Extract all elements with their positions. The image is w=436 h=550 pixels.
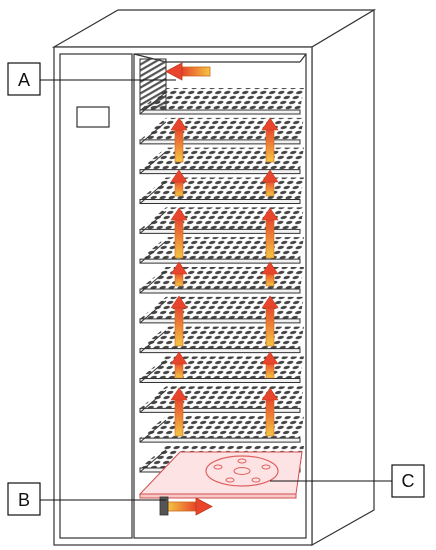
shelf: [139, 207, 304, 234]
heater-coil: [205, 455, 279, 487]
bottom-airflow-arrow: [159, 496, 213, 516]
airflow-arrow-up: [261, 169, 279, 197]
airflow-arrow-up: [170, 261, 188, 287]
callout-b-label: B: [18, 490, 30, 510]
shelf: [139, 267, 304, 294]
callout-a: A: [7, 62, 176, 96]
shelf: [139, 177, 304, 204]
airflow-arrow-up: [261, 351, 279, 379]
airflow-arrow-up: [261, 261, 279, 287]
airflow-arrow-up: [261, 117, 279, 163]
display-window: [76, 106, 110, 128]
shelf: [139, 88, 304, 115]
callout-a-label: A: [18, 70, 30, 90]
shelf: [139, 117, 304, 145]
callout-b: B: [7, 482, 166, 516]
bottom-vent: [159, 496, 169, 516]
shelf: [139, 326, 304, 354]
airflow-arrow-up: [261, 295, 279, 347]
control-panel: [59, 53, 133, 539]
shelf: [139, 416, 304, 443]
shelf: [139, 386, 304, 413]
airflow-arrow-up: [170, 295, 188, 347]
airflow-arrow-up: [170, 387, 188, 437]
airflow-arrow-up: [170, 169, 188, 197]
shelf: [139, 147, 304, 175]
top-airflow-arrow: [165, 62, 211, 81]
heater-plate: [138, 451, 303, 499]
airflow-arrows: [170, 117, 279, 437]
shelf: [139, 296, 304, 324]
airflow-arrow-up: [170, 207, 188, 259]
airflow-arrow-up: [261, 387, 279, 437]
airflow-arrow-up: [170, 117, 188, 163]
airflow-arrow-up: [261, 207, 279, 259]
airflow-arrow-up: [170, 351, 188, 379]
shelf: [139, 237, 304, 264]
callout-c-label: C: [402, 471, 415, 491]
shelf: [139, 356, 304, 383]
callout-c: C: [270, 464, 425, 498]
